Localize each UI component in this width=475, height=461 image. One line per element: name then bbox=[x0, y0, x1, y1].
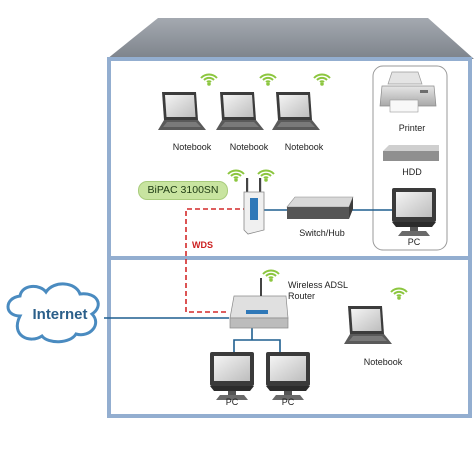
notebook-label-downstairs: Notebook bbox=[363, 357, 403, 367]
printer-label: Printer bbox=[398, 123, 426, 133]
pc-label-right: PC bbox=[281, 397, 295, 407]
switch-icon bbox=[286, 196, 354, 219]
notebook-label-3: Notebook bbox=[284, 142, 324, 152]
router-label-line2: Router bbox=[288, 291, 316, 301]
wds-label: WDS bbox=[192, 240, 213, 250]
notebook-label-2: Notebook bbox=[229, 142, 269, 152]
switch-hub-label: Switch/Hub bbox=[299, 228, 345, 238]
pc-label-upstairs: PC bbox=[407, 237, 421, 247]
pc-label-left: PC bbox=[225, 397, 239, 407]
wds-link bbox=[185, 208, 248, 313]
roof bbox=[107, 18, 474, 59]
hdd-icon bbox=[383, 145, 439, 161]
notebook-label-1: Notebook bbox=[172, 142, 212, 152]
internet-label: Internet bbox=[32, 306, 88, 323]
hdd-label: HDD bbox=[402, 167, 422, 177]
printer-icon bbox=[379, 71, 437, 113]
bipac-label: BiPAC 3100SN bbox=[138, 181, 228, 200]
cloud-icon bbox=[6, 282, 100, 344]
cable-router-pcs bbox=[233, 328, 281, 352]
router-icon bbox=[229, 278, 289, 329]
access-point-icon bbox=[243, 178, 265, 235]
router-label-line1: Wireless ADSL bbox=[288, 280, 349, 290]
